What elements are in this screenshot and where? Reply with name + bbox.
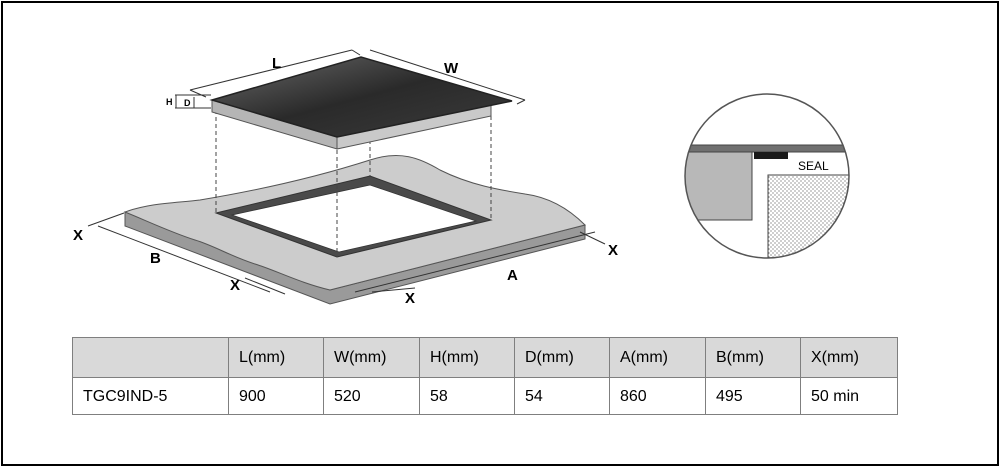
table-cell: 900 (228, 377, 324, 415)
table-header-cell: X(mm) (800, 337, 898, 378)
dimension-lines (87, 49, 606, 295)
alignment-guides (215, 110, 492, 257)
label-a: A (507, 267, 518, 284)
table-header-cell: A(mm) (609, 337, 706, 378)
table-cell-model: TGC9IND-5 (72, 377, 229, 415)
label-seal: SEAL (798, 159, 829, 173)
seal-detail: SEAL (684, 93, 850, 259)
table-cell: 495 (705, 377, 801, 415)
table-header-row: L(mm) W(mm) H(mm) D(mm) A(mm) B(mm) X(mm… (72, 337, 898, 378)
table-header-cell: L(mm) (228, 337, 324, 378)
table-header-cell: H(mm) (419, 337, 515, 378)
table-cell: 54 (514, 377, 610, 415)
label-h: H (166, 97, 173, 107)
table-header-cell (72, 337, 229, 378)
label-x-left: X (73, 227, 83, 244)
label-d: D (184, 98, 191, 108)
table-header-cell: W(mm) (323, 337, 420, 378)
label-x-right: X (608, 242, 618, 259)
table-header-cell: B(mm) (705, 337, 801, 378)
table-cell: 50 min (800, 377, 898, 415)
label-x-bottom-left: X (230, 277, 240, 294)
table-cell: 860 (609, 377, 706, 415)
label-w: W (444, 60, 459, 77)
table-cell: 58 (419, 377, 515, 415)
label-b: B (150, 250, 161, 267)
hob (209, 56, 513, 150)
dimensions-table: L(mm) W(mm) H(mm) D(mm) A(mm) B(mm) X(mm… (72, 337, 898, 415)
table-header-cell: D(mm) (514, 337, 610, 378)
label-x-bottom: X (405, 290, 415, 307)
label-l: L (272, 55, 281, 72)
table-row: TGC9IND-5 900 520 58 54 860 495 50 min (72, 377, 898, 415)
table-cell: 520 (323, 377, 420, 415)
